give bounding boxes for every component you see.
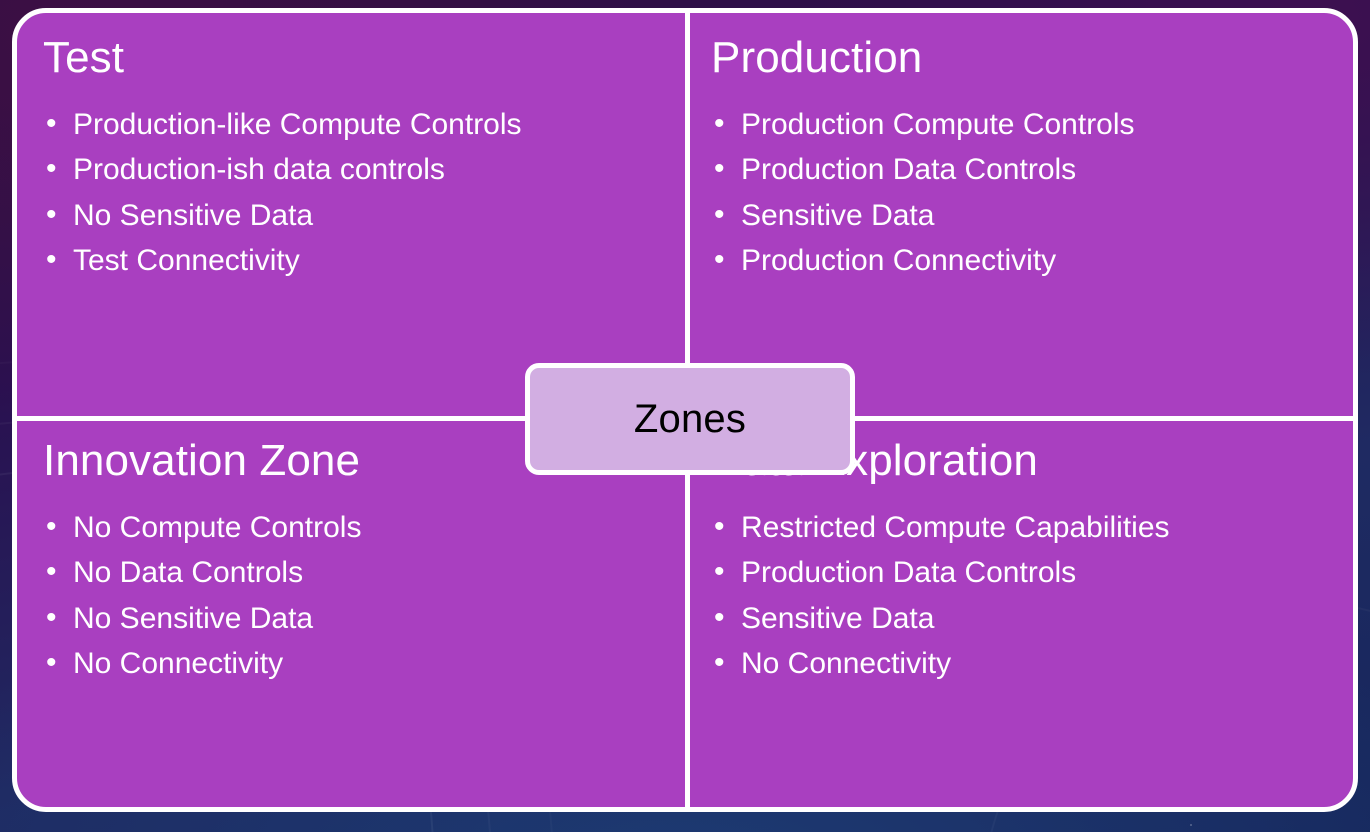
zones-matrix: Test Production-like Compute Controls Pr… xyxy=(12,8,1358,812)
quadrant-title: Test xyxy=(43,33,125,82)
quadrant-bullet-list: No Compute Controls No Data Controls No … xyxy=(43,504,659,687)
list-item: No Sensitive Data xyxy=(43,192,659,239)
quadrant-title: Innovation Zone xyxy=(43,436,361,485)
background-speck-icon xyxy=(1190,824,1192,826)
quadrant-title: Production xyxy=(711,33,923,82)
list-item: No Compute Controls xyxy=(43,504,659,551)
list-item: Sensitive Data xyxy=(711,192,1327,239)
list-item: No Connectivity xyxy=(43,640,659,687)
quadrant-innovation-zone[interactable]: Innovation Zone No Compute Controls No D… xyxy=(17,410,685,807)
quadrant-bullet-list: Production-like Compute Controls Product… xyxy=(43,101,659,284)
list-item: Production-ish data controls xyxy=(43,146,659,193)
list-item: Test Connectivity xyxy=(43,237,659,284)
list-item: Production Connectivity xyxy=(711,237,1327,284)
quadrant-production[interactable]: Production Production Compute Controls P… xyxy=(685,13,1353,410)
center-badge-label: Zones xyxy=(633,397,747,441)
list-item: Restricted Compute Capabilities xyxy=(711,504,1327,551)
quadrant-test[interactable]: Test Production-like Compute Controls Pr… xyxy=(17,13,685,410)
center-badge-zones[interactable]: Zones xyxy=(525,363,855,475)
list-item: Production Compute Controls xyxy=(711,101,1327,148)
list-item: Sensitive Data xyxy=(711,595,1327,642)
list-item: Production Data Controls xyxy=(711,146,1327,193)
list-item: Production Data Controls xyxy=(711,549,1327,596)
list-item: No Data Controls xyxy=(43,549,659,596)
list-item: No Connectivity xyxy=(711,640,1327,687)
list-item: Production-like Compute Controls xyxy=(43,101,659,148)
quadrant-grid: Test Production-like Compute Controls Pr… xyxy=(17,13,1353,807)
quadrant-bullet-list: Production Compute Controls Production D… xyxy=(711,101,1327,284)
quadrant-bullet-list: Restricted Compute Capabilities Producti… xyxy=(711,504,1327,687)
list-item: No Sensitive Data xyxy=(43,595,659,642)
